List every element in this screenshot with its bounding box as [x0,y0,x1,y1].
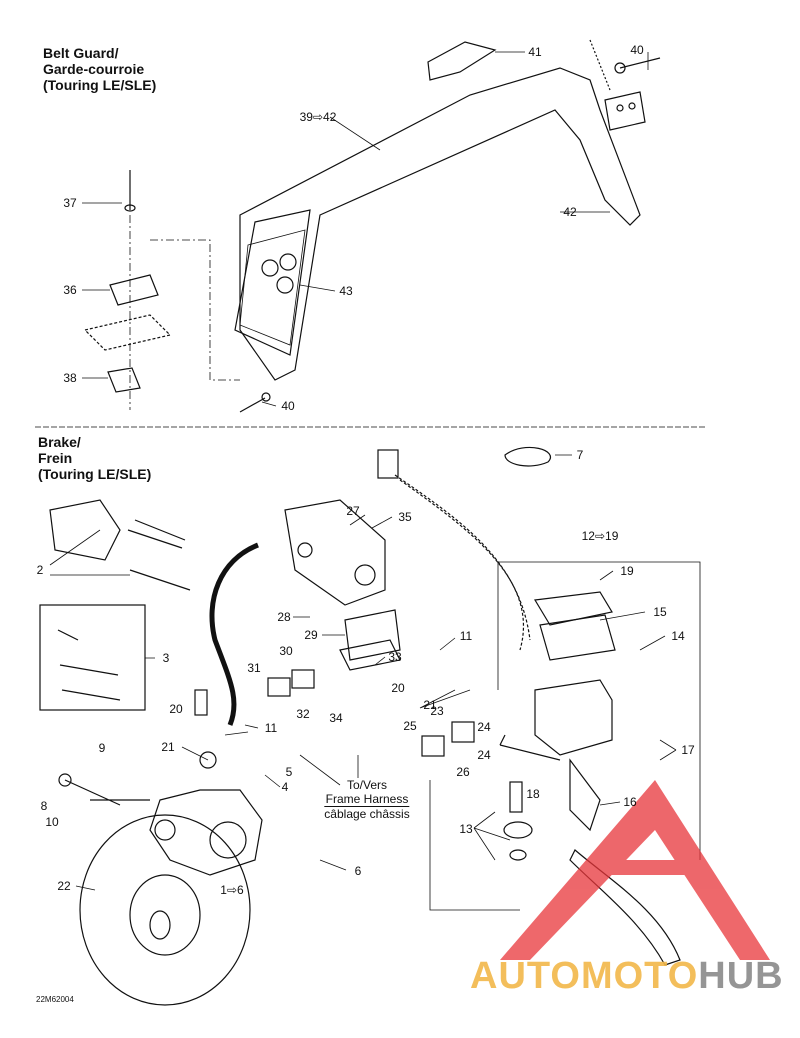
callout: 13 [459,822,473,836]
callout: 27 [346,504,360,518]
brake-disc-22 [79,814,251,1006]
callout: 6 [354,864,362,878]
callout: 24 [477,720,491,734]
watermark-text-2: HUB [698,955,784,997]
callout: 43 [339,284,353,298]
callout: 4 [281,780,289,794]
cable-tie-7 [504,446,551,467]
brake-section-title: Brake/ Frein (Touring LE/SLE) [38,434,151,482]
rivet-40-bottom [239,392,271,413]
rivet-40-top [589,39,661,91]
belt-guard-section-title: Belt Guard/ Garde-courroie (Touring LE/S… [43,45,156,93]
note-line: Frame Harness [324,792,410,807]
parts-13 [503,781,533,861]
callout: 31 [247,661,261,675]
frame-harness-note: To/Vers Frame Harness câblage châssis [324,778,410,821]
callout: 21 [161,740,175,754]
callout: 11 [264,721,278,735]
callout: 17 [681,743,695,757]
callout: 39⇨42 [299,110,337,124]
callout: 41 [528,45,542,59]
callout: 30 [279,644,293,658]
callout: 9 [98,741,106,755]
callout: 11 [459,629,473,643]
callout: 32 [296,707,310,721]
bracket-36 [83,274,172,351]
callout: 33 [388,650,402,664]
title-line: Garde-courroie [43,61,145,77]
belt-guard-part [234,67,641,381]
callout: 20 [169,702,183,716]
callout: 38 [63,371,77,385]
callout: 2 [36,563,44,577]
callout: 10 [45,815,59,829]
title-line: (Touring LE/SLE) [43,77,157,93]
callout: 37 [63,196,77,210]
note-line: câblage châssis [324,807,410,821]
callout: 23 [430,704,444,718]
callout: 25 [403,719,417,733]
housing-27 [284,499,386,606]
callout: 26 [456,765,470,779]
watermark-text-1: AUTOMOTO [470,955,699,997]
callout: 12⇨19 [581,529,619,543]
callout: 35 [398,510,412,524]
callout: 18 [526,787,540,801]
connector-25-23 [421,721,475,757]
bracket-2 [49,499,191,591]
master-cylinder [499,591,616,832]
frame-box-12-19 [429,561,701,911]
drawing-code: 22M62004 [36,995,74,1004]
callout: 42 [563,205,577,219]
callout: 21 [423,698,437,712]
bracket-top [604,91,646,131]
banjo-21 [194,689,217,769]
callout: 1⇨6 [220,883,244,897]
title-line: (Touring LE/SLE) [38,466,152,482]
callout: 29 [304,628,318,642]
brake-hose [209,542,259,726]
callout: 14 [671,629,685,643]
callout: 20 [391,681,405,695]
connector-31 [267,669,315,697]
callout: 36 [63,283,77,297]
callout: 24 [477,748,491,762]
callout: 40 [281,399,295,413]
watermark: AUTOMOTOHUB [470,955,784,998]
kit-3 [39,604,146,711]
title-line: Belt Guard/ [43,45,119,61]
callout: 15 [653,605,667,619]
callout: 19 [620,564,634,578]
caliper [149,789,263,876]
callout: 7 [576,448,584,462]
callout: 3 [162,651,170,665]
callout: 5 [285,765,293,779]
note-line: To/Vers [346,778,388,792]
title-line: Frein [38,450,73,466]
callout: 22 [57,879,71,893]
title-line: Brake/ [38,434,81,450]
callout: 8 [40,799,48,813]
callout: 34 [329,711,343,725]
watermark-logo-icon [500,780,770,960]
wire-harness [377,449,531,651]
switch-29-33 [339,609,401,671]
bolt-8-10 [58,773,150,806]
callout: 16 [623,795,637,809]
callout: 28 [277,610,291,624]
rivet-37 [124,170,136,212]
callout: 40 [630,43,644,57]
decal-41 [427,41,497,81]
plate-38 [107,367,141,393]
